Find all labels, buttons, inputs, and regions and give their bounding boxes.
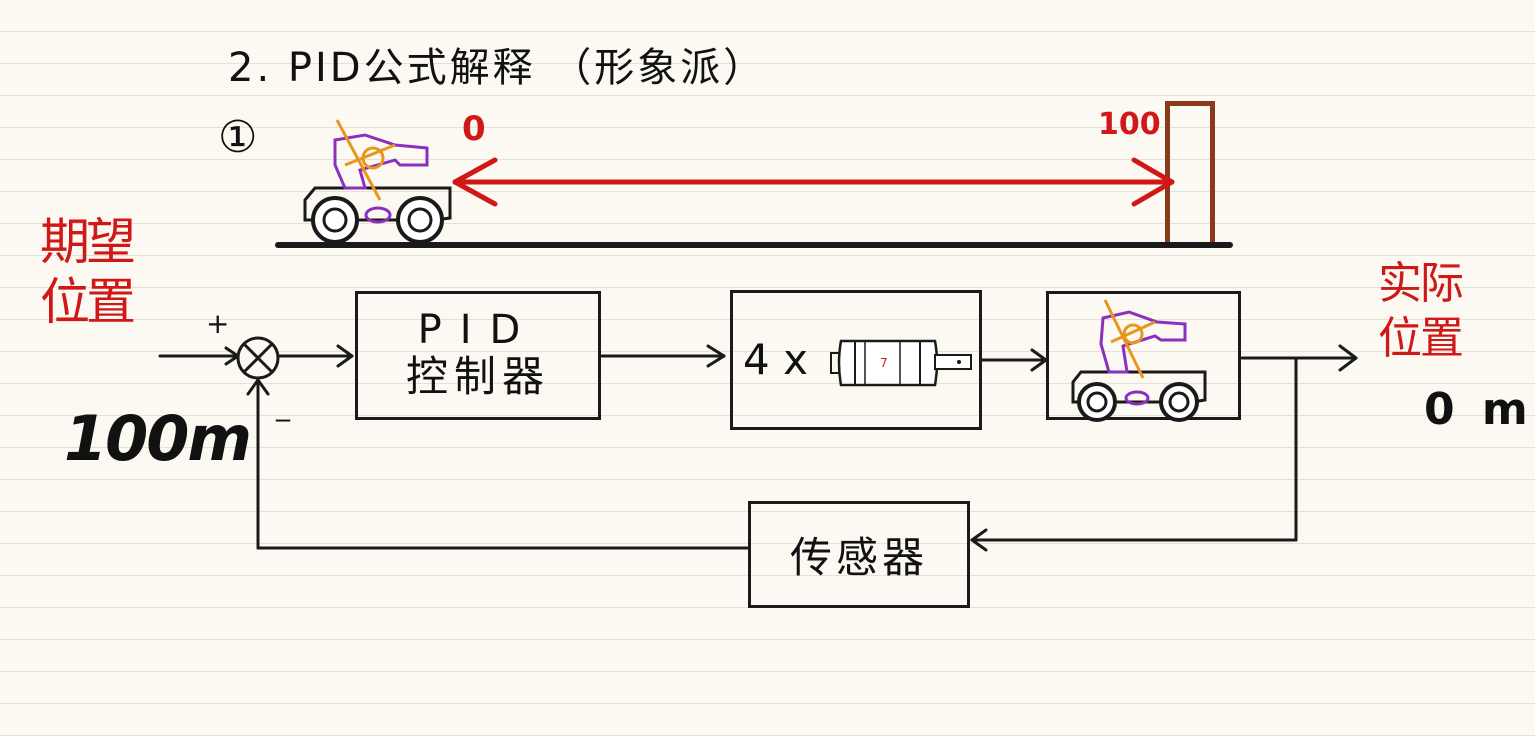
minus-sign: _ bbox=[276, 389, 290, 422]
sensor-block: 传感器 bbox=[748, 501, 970, 608]
step-marker: ① bbox=[218, 112, 258, 163]
wall-target bbox=[1165, 101, 1215, 246]
pid-controller-block: PID 控制器 bbox=[355, 291, 601, 420]
desired-position-value: 100m bbox=[64, 402, 252, 475]
summing-junction-icon bbox=[236, 336, 280, 380]
distance-arrow bbox=[452, 157, 1175, 207]
pid-title: PID bbox=[417, 307, 539, 354]
robot-car-block bbox=[1046, 291, 1241, 422]
motor-icon: 7 bbox=[830, 339, 972, 387]
actual-position-value: 0 m bbox=[1424, 384, 1534, 435]
track-start-label: 0 bbox=[462, 109, 486, 149]
robot-car-icon bbox=[303, 119, 452, 244]
actual-position-label: 实际位置 bbox=[1378, 258, 1464, 364]
motor-block: 4 x 7 bbox=[730, 290, 982, 430]
motor-mark: 7 bbox=[880, 356, 888, 370]
pid-subtitle: 控制器 bbox=[405, 352, 550, 402]
robot-car-icon bbox=[1071, 299, 1207, 422]
sensor-label: 传感器 bbox=[789, 533, 928, 582]
track-end-label: 100 bbox=[1098, 107, 1161, 142]
plus-sign: + bbox=[206, 307, 230, 340]
page-title: 2. PID公式解释 （形象派） bbox=[228, 45, 767, 91]
motor-count: 4 x bbox=[743, 335, 808, 384]
desired-position-label: 期望位置 bbox=[40, 213, 136, 331]
